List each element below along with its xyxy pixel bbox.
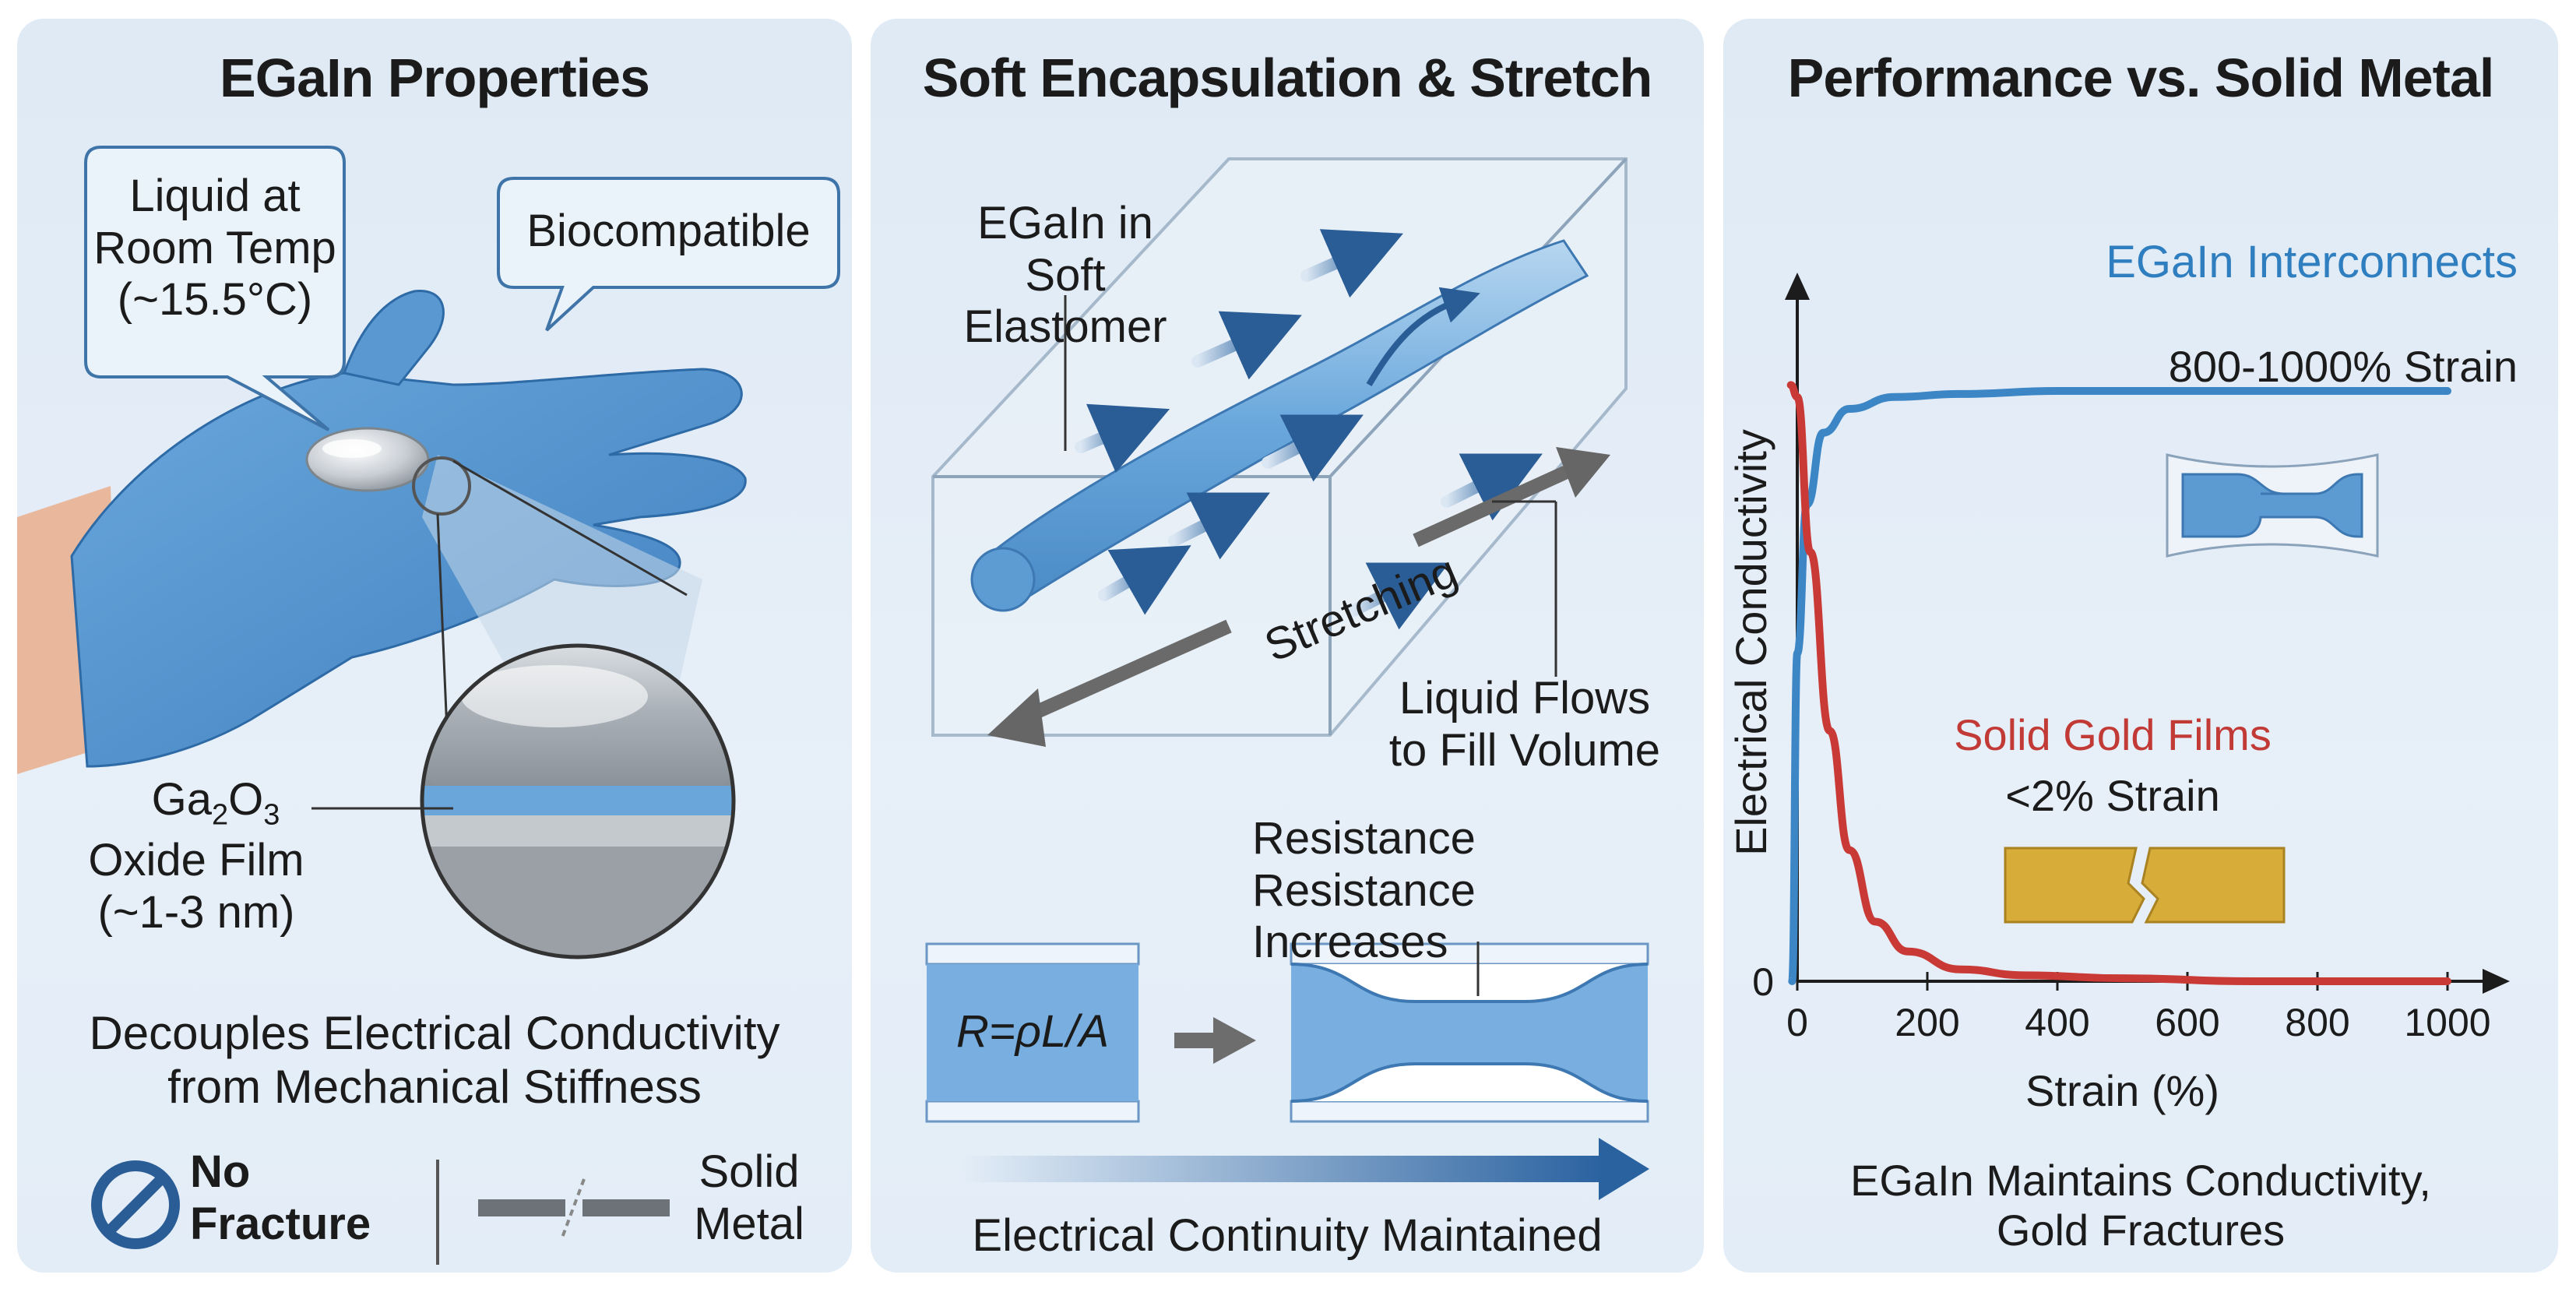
y-axis-arrowhead: [1785, 273, 1810, 300]
flows-label-line1: Liquid Flows: [1399, 673, 1651, 723]
decouples-line2: from Mechanical Stiffness: [167, 1061, 702, 1113]
no-fracture-label: No Fracture: [190, 1146, 424, 1250]
resistance-line1: Resistance: [1252, 813, 1476, 864]
performance-caption: EGaIn Maintains Conductivity, Gold Fract…: [1723, 1156, 2558, 1256]
egain-label-line1: EGaIn in: [977, 198, 1153, 248]
resistance-line2: Resistance Increases: [1252, 864, 1476, 968]
caption-line2: Gold Fractures: [1996, 1206, 2286, 1255]
egain-droplet: [305, 427, 430, 492]
x-tick-label-1000: 1000: [2404, 1001, 2490, 1044]
y-axis-label: Electrical Conductivity: [1726, 429, 1775, 856]
bubble-liquid-text: Liquid at Room Temp (~15.5°C): [86, 171, 344, 326]
x-tick-label-600: 600: [2155, 1001, 2219, 1044]
continuity-arrow: [964, 1156, 1603, 1182]
egain-elastomer-label: EGaIn in Soft Elastomer: [933, 198, 1198, 354]
glove-thumb: [343, 290, 445, 386]
magnified-view: [422, 646, 734, 957]
gold-strain-label: <2% Strain: [2005, 771, 2220, 820]
gold-series-label: Solid Gold Films: [1954, 710, 2272, 759]
panel-title-encapsulation: Soft Encapsulation & Stretch: [922, 48, 1653, 108]
bubble-liquid-line1: Liquid at: [129, 171, 301, 221]
panel-title-properties: EGaIn Properties: [220, 48, 650, 108]
continuity-label: Electrical Continuity Maintained: [972, 1210, 1603, 1261]
oxide-label: Oxide Film (~1-3 nm): [72, 835, 321, 938]
egain-series-label: EGaIn Interconnects: [2106, 237, 2518, 287]
flows-label-line2: to Fill Volume: [1388, 724, 1661, 776]
x-tick-label-0: 0: [1786, 1001, 1808, 1044]
bubble-liquid-line2: Room Temp: [93, 222, 336, 273]
broken-metal-icon: [478, 1199, 565, 1216]
decouples-text: Decouples Electrical Conductivity from M…: [17, 1006, 852, 1114]
x-tick-label-800: 800: [2285, 1001, 2349, 1044]
resistance-formula: R=ρL/A: [955, 1006, 1110, 1057]
series-line-egain: [1788, 387, 2451, 985]
solid-metal-line1: Solid: [699, 1146, 800, 1197]
bubble-bio-text: Biocompatible: [526, 206, 811, 256]
oxide-label-line1: Oxide Film: [88, 835, 304, 885]
x-tick-label-200: 200: [1895, 1001, 1959, 1044]
resistance-label: Resistance Resistance Increases: [1167, 813, 1665, 969]
egain-label-line2: Soft Elastomer: [963, 249, 1167, 353]
glove: [70, 368, 747, 768]
transform-arrow: [1174, 1017, 1256, 1064]
egain-strain-label: 800-1000% Strain: [2168, 342, 2518, 391]
bubble-liquid-line3: (~15.5°C): [117, 274, 313, 326]
stretch-arrow-left: [1008, 619, 1232, 730]
series-line-gold: [1786, 381, 2451, 985]
oxide-formula: Ga2O3: [151, 774, 280, 832]
y-tick-label-0: 0: [1752, 960, 1774, 1004]
liquid-flows-label: Liquid Flows to Fill Volume: [1353, 673, 1696, 776]
bubble-biocompatible: [497, 177, 840, 332]
glove-illustration: [17, 146, 840, 1265]
gold-fracture-icon: [2004, 847, 2145, 924]
panel-performance: Performance vs. Solid Metal 0 200 400 600 80…: [1723, 19, 2558, 1273]
magnifier-ring: [412, 456, 471, 516]
bubble-liquid: [84, 146, 346, 431]
solid-metal-label: Solid Metal: [671, 1146, 827, 1250]
decouples-line1: Decouples Electrical Conductivity: [89, 1007, 780, 1059]
oxide-label-line2: (~1-3 nm): [97, 886, 295, 938]
solid-metal-line2: Metal: [694, 1198, 804, 1249]
encapsulation-illustration: [925, 157, 1649, 1200]
panel-title-performance: Performance vs. Solid Metal: [1787, 48, 2495, 108]
panel-egain-properties: EGaIn Properties: [17, 19, 852, 1273]
x-axis-arrowhead: [2483, 969, 2510, 994]
no-fracture-line2: Fracture: [190, 1198, 371, 1249]
panel-soft-encapsulation: Soft Encapsulation & Stretch: [871, 19, 1704, 1273]
x-tick-label-400: 400: [2025, 1001, 2089, 1044]
x-axis-label: Strain (%): [2025, 1066, 2219, 1115]
no-fracture-line1: No: [190, 1146, 251, 1197]
oxide-layer: [422, 786, 734, 815]
flow-arrows: [1075, 229, 1543, 630]
no-symbol-icon: [91, 1160, 180, 1249]
caption-line1: EGaIn Maintains Conductivity,: [1850, 1156, 2431, 1205]
